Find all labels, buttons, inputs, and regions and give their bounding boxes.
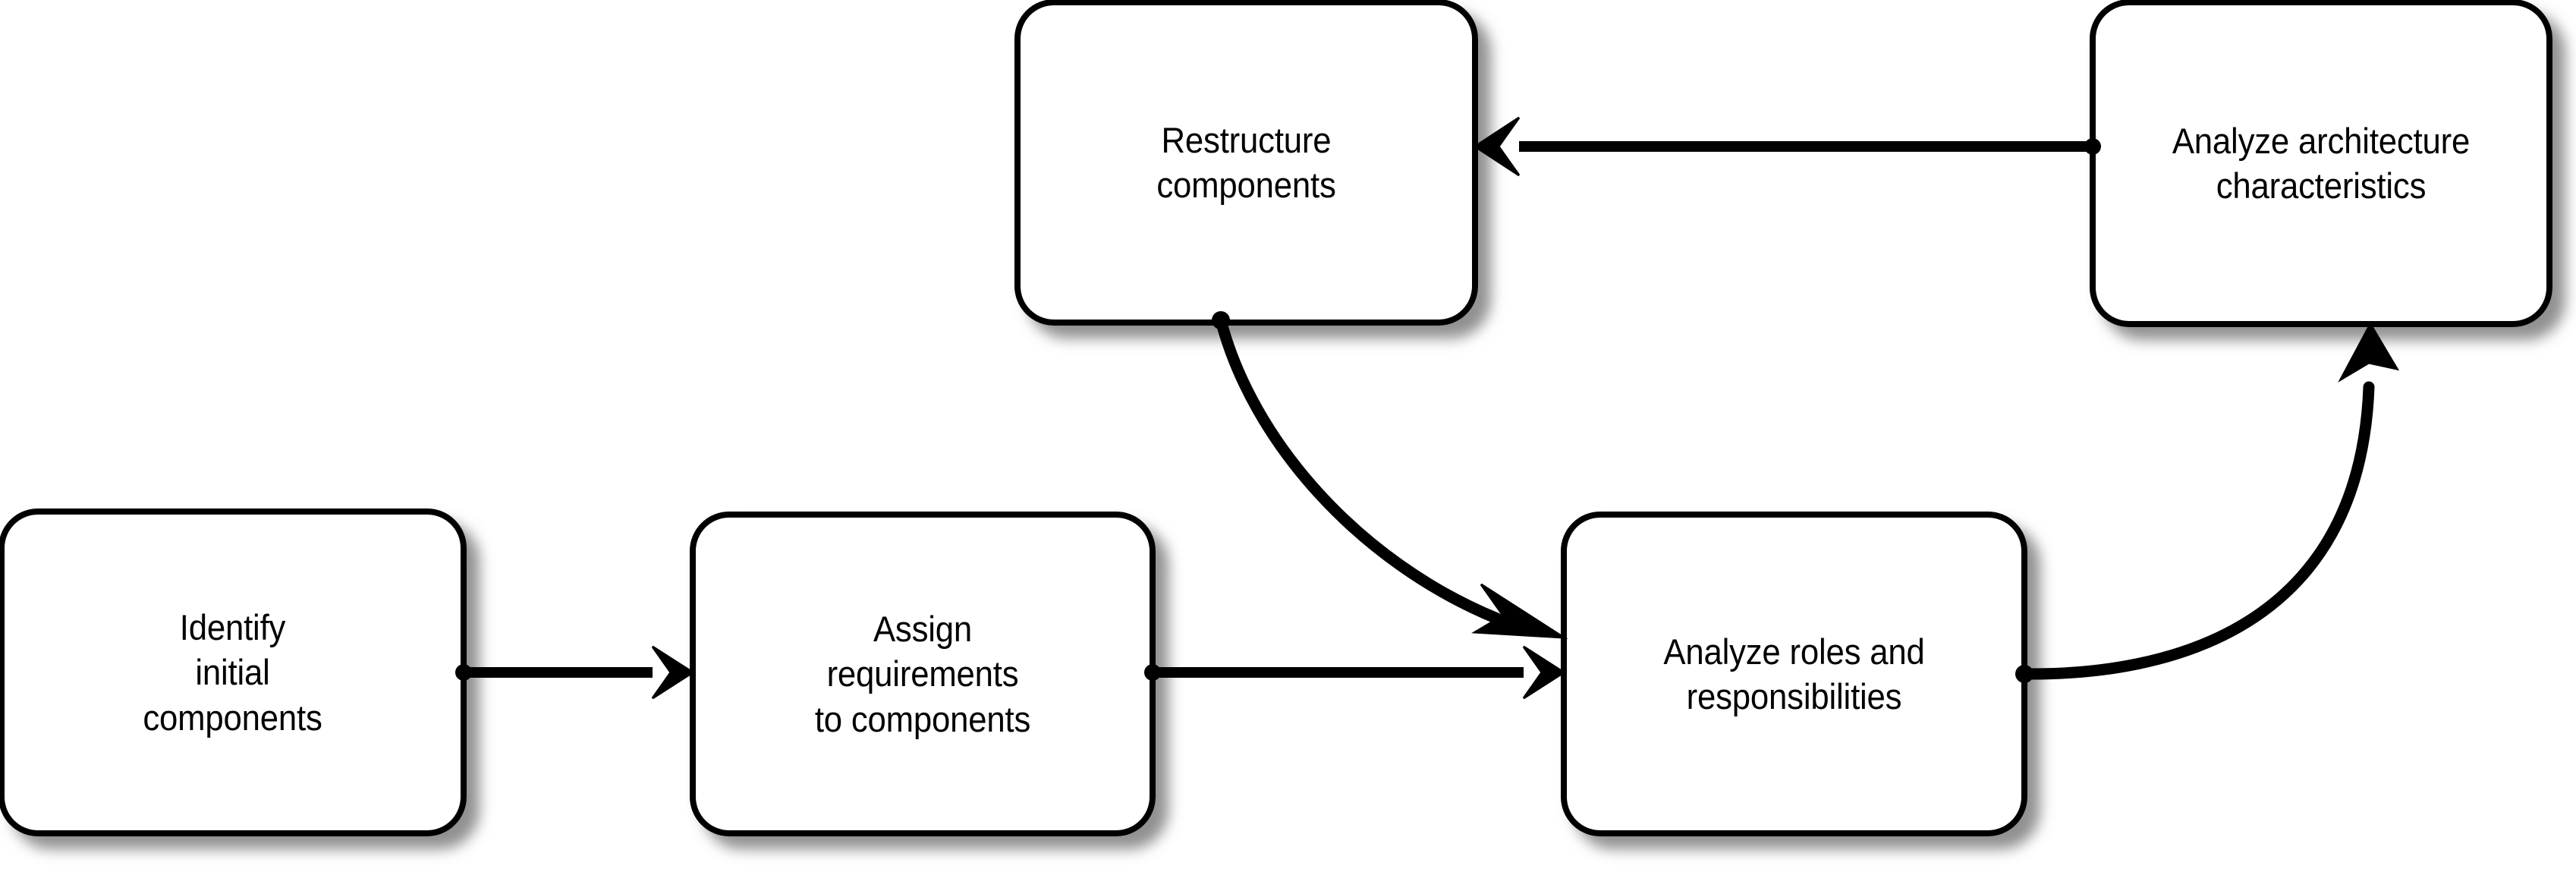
edge-analyze-architecture-to-restructure xyxy=(1473,116,2101,177)
edge-identify-to-assign xyxy=(455,645,695,700)
arrowhead-icon xyxy=(651,645,695,700)
arrowhead-icon xyxy=(1522,645,1566,700)
edge-analyze-roles-to-analyze-architecture xyxy=(2015,321,2400,683)
arrowhead-icon xyxy=(1471,583,1568,639)
node-shape-analyze-architecture-characteristics[interactable] xyxy=(2090,0,2552,327)
node-shape-analyze-roles-and-responsibilities[interactable] xyxy=(1561,512,2027,836)
arrowhead-icon xyxy=(1473,116,1521,177)
node-shape-identify-initial-components[interactable] xyxy=(0,508,467,836)
node-shape-assign-requirements-to-components[interactable] xyxy=(690,512,1156,836)
edge-curve xyxy=(1215,314,1503,625)
node-shapes xyxy=(0,0,2552,836)
edge-curve xyxy=(2018,381,2375,680)
arrowhead-icon xyxy=(2338,321,2400,383)
edge-restructure-to-analyze-roles xyxy=(1212,311,1568,639)
node-shape-restructure-components[interactable] xyxy=(1014,0,1478,326)
edge-assign-to-analyze-roles xyxy=(1144,645,1566,700)
